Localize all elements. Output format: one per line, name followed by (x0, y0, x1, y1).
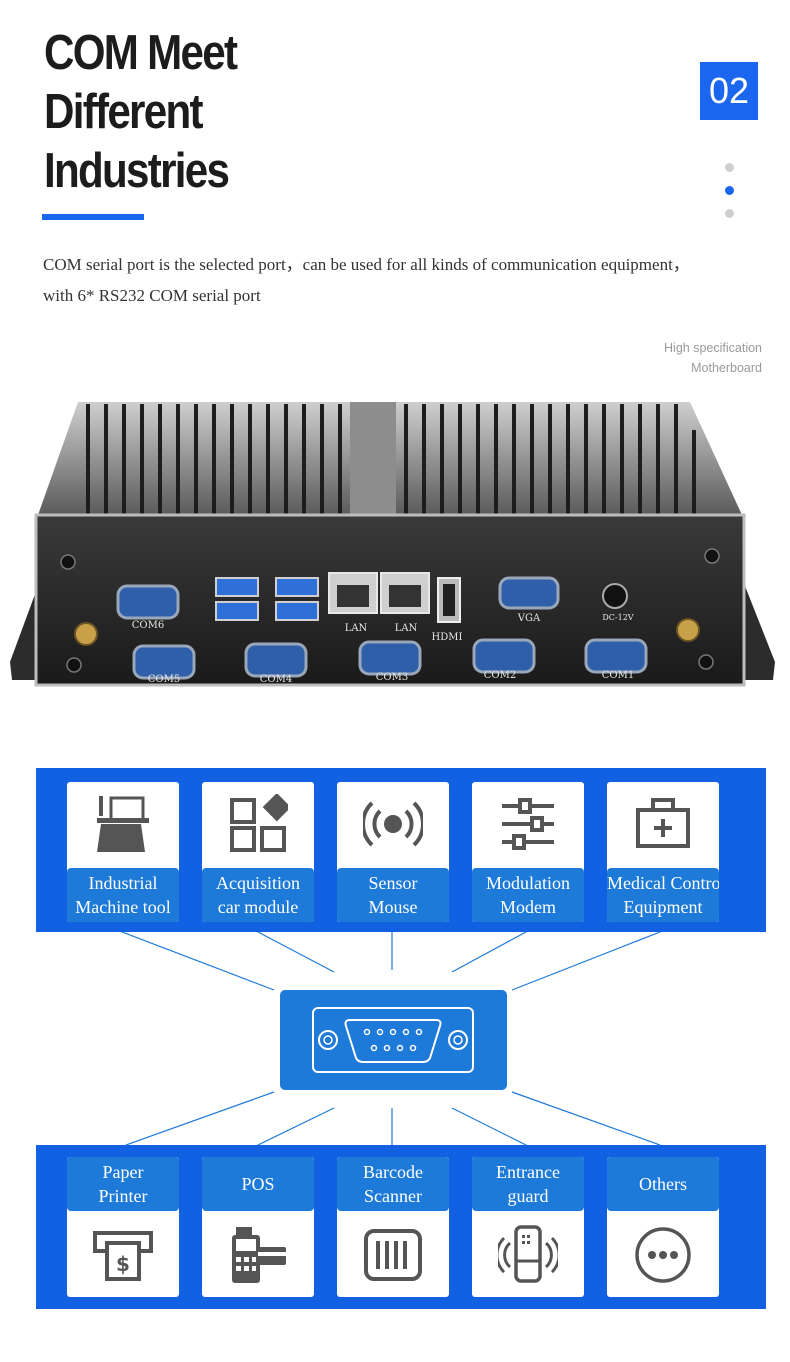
serial-port-hub (280, 990, 507, 1090)
card-label: Barcode Scanner (337, 1157, 449, 1211)
card-label: Sensor Mouse (337, 868, 449, 922)
page-title: COM Meet Different Industries (44, 24, 354, 201)
hdmi-label: HDMI (432, 632, 463, 643)
card-label-line-1: Sensor (368, 873, 418, 893)
card-entrance-guard[interactable]: Entrance guard (472, 1157, 584, 1297)
machine-tool-icon (97, 796, 149, 852)
pos-terminal-icon (232, 1227, 286, 1283)
card-label-line-1: Industrial (88, 873, 158, 893)
card-barcode-scanner[interactable]: Barcode Scanner (337, 1157, 449, 1297)
sliders-icon (502, 798, 554, 850)
lan-1-label: LAN (345, 623, 368, 634)
card-label-line-2: Machine tool (75, 897, 171, 917)
title-line-1: COM Meet (44, 26, 238, 80)
com4-label: COM4 (260, 674, 292, 685)
card-label-line-1: Modulation (486, 873, 570, 893)
card-paper-printer[interactable]: Paper Printer $ (67, 1157, 179, 1297)
title-line-2: Different (44, 85, 204, 139)
mini-pc-image: COM6 COM5 COM4 COM3 COM2 COM1 LAN LAN HD… (10, 402, 775, 687)
card-others[interactable]: Others (607, 1157, 719, 1297)
card-label-line-1: Others (639, 1174, 687, 1194)
description-line-2: with 6* RS232 COM serial port (43, 286, 261, 305)
card-label: Industrial Machine tool (67, 868, 179, 922)
card-label: Acquisition car module (202, 868, 314, 922)
card-label-line-2: Printer (98, 1186, 148, 1206)
db9-connector-icon (312, 1007, 474, 1073)
mini-pc-illustration: COM6 COM5 COM4 COM3 COM2 COM1 LAN LAN HD… (0, 390, 790, 700)
card-label-line-2: guard (507, 1186, 549, 1206)
com1-label: COM1 (602, 670, 634, 681)
spec-caption: High specification Motherboard (664, 338, 762, 378)
card-sensor-mouse[interactable]: Sensor Mouse (337, 782, 449, 922)
com6-label: COM6 (132, 620, 164, 631)
card-label-line-1: Acquisition (216, 873, 300, 893)
access-card-icon (498, 1225, 558, 1283)
card-label: Modulation Modem (472, 868, 584, 922)
module-icon (230, 794, 288, 852)
card-medical-control-equipment[interactable]: Medical Control Equipment (607, 782, 719, 922)
card-label: Others (607, 1157, 719, 1211)
spec-line-2: Motherboard (691, 361, 762, 375)
card-acquisition-car-module[interactable]: Acquisition car module (202, 782, 314, 922)
card-label-line-1: Medical Control (607, 873, 719, 893)
vga-label: VGA (517, 613, 541, 624)
card-pos[interactable]: POS (202, 1157, 314, 1297)
medical-kit-icon (636, 798, 690, 848)
card-label-line-2: Scanner (364, 1186, 422, 1206)
card-label-line-1: Barcode (363, 1162, 423, 1182)
card-label: POS (202, 1157, 314, 1211)
page-number-badge: 02 (700, 62, 758, 120)
card-modulation-modem[interactable]: Modulation Modem (472, 782, 584, 922)
pager-dot-3[interactable] (725, 209, 734, 218)
pager-dot-1[interactable] (725, 163, 734, 172)
card-label-line-2: car module (217, 897, 299, 917)
com2-label: COM2 (484, 670, 516, 681)
card-label-line-1: Entrance (496, 1162, 560, 1182)
dc-label: DC-12V (602, 613, 633, 622)
title-underline (42, 214, 144, 220)
card-label-line-2: Equipment (623, 897, 703, 917)
pager-dot-2-active[interactable] (725, 186, 734, 195)
card-label-line-2: Modem (500, 897, 556, 917)
barcode-icon (364, 1229, 422, 1281)
card-label-line-2: Mouse (368, 897, 418, 917)
card-label-line-1: Paper (102, 1162, 144, 1182)
printer-icon: $ (93, 1231, 153, 1281)
card-label: Medical Control Equipment (607, 868, 719, 922)
card-industrial-machine-tool[interactable]: Industrial Machine tool (67, 782, 179, 922)
card-label: Paper Printer (67, 1157, 179, 1211)
more-icon (635, 1227, 691, 1283)
sensor-icon (363, 801, 423, 847)
svg-text:$: $ (116, 1252, 130, 1276)
com3-label: COM3 (376, 672, 408, 683)
card-label-line-1: POS (241, 1174, 275, 1194)
com5-label: COM5 (148, 674, 180, 685)
spec-line-1: High specification (664, 341, 762, 355)
description: COM serial port is the selected port，can… (43, 249, 763, 311)
lan-2-label: LAN (395, 623, 418, 634)
description-line-1: COM serial port is the selected port，can… (43, 255, 690, 274)
title-line-3: Industries (44, 144, 230, 198)
card-label: Entrance guard (472, 1157, 584, 1211)
